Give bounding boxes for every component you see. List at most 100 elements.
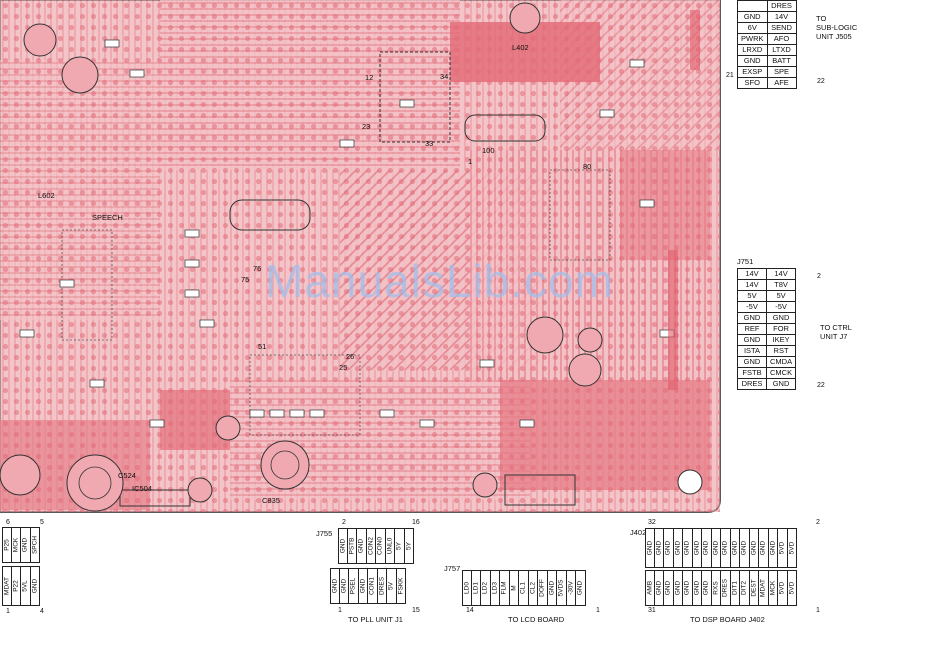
j757-pin-cell: LD0 (462, 570, 472, 606)
silk-label-l402: L402 (512, 43, 529, 52)
j402-pin-label: DRES (721, 578, 729, 598)
j402-pin-cell: GND (711, 528, 721, 568)
j402-pin-tl: 32 (648, 519, 656, 526)
j755-pin-cell: GND (357, 528, 367, 564)
j755-pin-cell: GND (339, 568, 349, 604)
silk-label-c524: C524 (118, 471, 136, 480)
j402-caption: TO DSP BOARD J402 (690, 615, 765, 624)
j751-pin-bottom: 22 (817, 382, 825, 389)
j755-pin-label: CON1 (368, 576, 376, 596)
j402-pin-cell: AMB (645, 570, 655, 606)
jleft-pin-label: GND (21, 537, 29, 553)
silk-label-n80: 80 (583, 162, 592, 171)
j755-pin-label: GND (339, 538, 347, 554)
j751-pin-cell: REF (737, 323, 767, 335)
silk-label-l602: L602 (38, 191, 55, 200)
j755-pin-cell: CON0 (376, 528, 386, 564)
j402-pin-cell: DIT1 (730, 570, 740, 606)
j505-pin-cell: LRXD (737, 44, 768, 56)
j751-pin-cell: CMDA (765, 356, 797, 368)
jleft-pin-label: P25 (3, 539, 11, 551)
j755-pin-cell: GND (338, 528, 348, 564)
j751-pin-cell: ISTA (737, 345, 767, 357)
j402-pin-cell: GND (683, 570, 693, 606)
j402-pin-label: GND (712, 540, 720, 556)
j402-pin-cell: GND (645, 528, 655, 568)
j505-pin-left: 21 (726, 72, 734, 79)
silk-label-n100: 100 (482, 146, 495, 155)
j505-pin-cell: 14V (766, 11, 797, 23)
j751-name: J751 (737, 257, 754, 266)
j751-pin-top: 2 (817, 273, 821, 280)
j757-pin-cell: 5VDS (557, 570, 567, 606)
j402-pin-bl: 31 (648, 607, 656, 614)
j402-pin-label: GND (664, 540, 672, 556)
j757-pin-cell: LD3 (490, 570, 500, 606)
jleft-pin-tr: 5 (40, 519, 44, 526)
j402-pin-cell: GND (673, 528, 683, 568)
j402-pin-label: GND (683, 580, 691, 596)
jleft-pin-cell: GND (30, 566, 40, 606)
j757-caption: TO LCD BOARD (508, 615, 565, 624)
j751-pin-cell: GND (765, 312, 797, 324)
jleft-pin-label: 5VL (21, 580, 29, 592)
j505-pin-cell: SEND (766, 22, 797, 34)
j755-pin-label: GND (357, 538, 365, 554)
j751-pin-cell: IKEY (765, 334, 797, 346)
j751-pin-cell: CMCK (765, 367, 797, 379)
jleft-pin-label: GND (31, 578, 39, 594)
j751-pin-cell: 14V (765, 268, 797, 280)
j757-name: J757 (444, 564, 461, 573)
j505-pin-right: 22 (817, 78, 825, 85)
silk-label-c835: C835 (262, 496, 280, 505)
j505-pin-cell: GND (737, 55, 768, 67)
j755-pin-label: GND (331, 578, 339, 594)
j402-pin-label: MDAT (759, 579, 767, 597)
j402-pin-cell: 5VD (778, 528, 788, 568)
j757-pin-cell: -30V (566, 570, 576, 606)
silk-label-n51: 51 (258, 342, 267, 351)
j757-pin-label: LD3 (491, 582, 499, 594)
j505-caption: TO SUB-LOGIC UNIT J505 (816, 14, 858, 41)
silk-label-n76: 76 (253, 264, 262, 273)
j757-pin-label: FLM (500, 581, 508, 595)
j402-pin-label: RXS (712, 581, 720, 595)
j402-pin-cell: DIT2 (740, 570, 750, 606)
j751-pin-cell: GND (737, 312, 767, 324)
j402-pin-tr: 2 (816, 519, 820, 526)
j402-pin-label: GND (674, 540, 682, 556)
j755-pin-label: 5Y (395, 542, 403, 550)
j402-pin-label: 5VD (778, 541, 786, 555)
j757-pin-cell: FLM (500, 570, 510, 606)
j755-pin-br: 15 (412, 607, 420, 614)
j402-pin-label: GND (769, 540, 777, 556)
j402-pin-cell: RXS (711, 570, 721, 606)
j402-pin-cell: DRES (721, 570, 731, 606)
j402-pin-label: GND (655, 540, 663, 556)
j757-pin-label: M (510, 585, 518, 591)
jleft-pin-cell: GND (21, 527, 31, 563)
j505-pin-cell: AFE (766, 77, 797, 89)
jleft-pin-cell: MDAT (2, 566, 12, 606)
jleft-pin-br: 4 (40, 608, 44, 615)
j757-pin-label: LD2 (481, 582, 489, 594)
j755-pin-cell: 5Y (395, 528, 405, 564)
jleft-pin-cell: MCK (11, 527, 21, 563)
j402-pin-br: 1 (816, 607, 820, 614)
j751-pin-cell: GND (737, 356, 767, 368)
j505-pin-cell: GND (737, 11, 768, 23)
j757-pin-cell: LD1 (471, 570, 481, 606)
j402-pin-cell: GND (730, 528, 740, 568)
j402-pin-cell: GND (673, 570, 683, 606)
j402-pin-cell: 5VD (778, 570, 788, 606)
j402-pin-label: 5VD (778, 581, 786, 595)
